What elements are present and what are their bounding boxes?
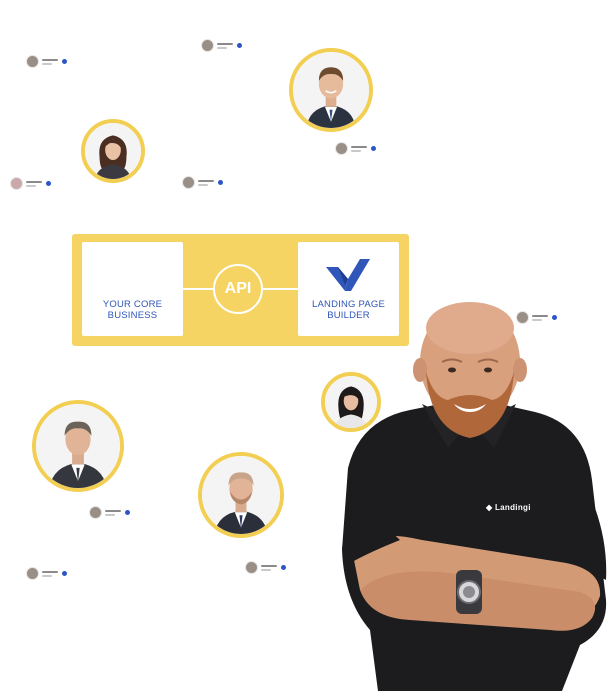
landing-page-builder-label: LANDING PAGE BUILDER <box>298 299 399 321</box>
api-label: API <box>224 280 252 297</box>
core-business-label-line1: YOUR CORE <box>102 299 163 310</box>
core-business-label: YOUR CORE BUSINESS <box>82 299 183 321</box>
user-chip <box>89 506 130 519</box>
person-icon <box>85 123 141 179</box>
shirt-brand-logo: ◆ Landingi <box>486 503 531 512</box>
avatar-man-beard <box>198 452 284 538</box>
user-chip <box>245 561 286 574</box>
api-badge: API <box>213 264 263 314</box>
avatar-woman-dark-hair <box>321 372 381 432</box>
person-icon <box>202 456 280 534</box>
avatar-man-gray-hair <box>32 400 124 492</box>
core-business-label-line2: BUSINESS <box>107 310 158 321</box>
user-chip <box>516 311 557 324</box>
connector-line-right <box>263 288 298 290</box>
user-chip <box>26 55 67 68</box>
user-chip <box>201 39 242 52</box>
landing-page-builder-label-line1: LANDING PAGE <box>312 299 385 310</box>
avatar-woman-brunette <box>81 119 145 183</box>
person-icon <box>293 52 369 128</box>
connector-line-left <box>183 288 213 290</box>
user-chip <box>26 567 67 580</box>
landingi-logo-icon <box>326 259 370 291</box>
landing-page-builder-label-line2: BUILDER <box>327 310 370 321</box>
avatar-man-suit <box>289 48 373 132</box>
shirt-brand-text: Landingi <box>494 503 531 512</box>
user-chip <box>335 142 376 155</box>
user-chip <box>10 177 51 190</box>
bearded-man-photo <box>342 302 607 691</box>
landing-page-builder-box: LANDING PAGE BUILDER <box>298 242 399 336</box>
person-icon <box>36 404 120 488</box>
api-integration-panel: YOUR CORE BUSINESS API LANDING PAGE BUIL… <box>72 234 409 346</box>
person-icon <box>325 376 377 428</box>
user-chip <box>182 176 223 189</box>
core-business-box: YOUR CORE BUSINESS <box>82 242 183 336</box>
